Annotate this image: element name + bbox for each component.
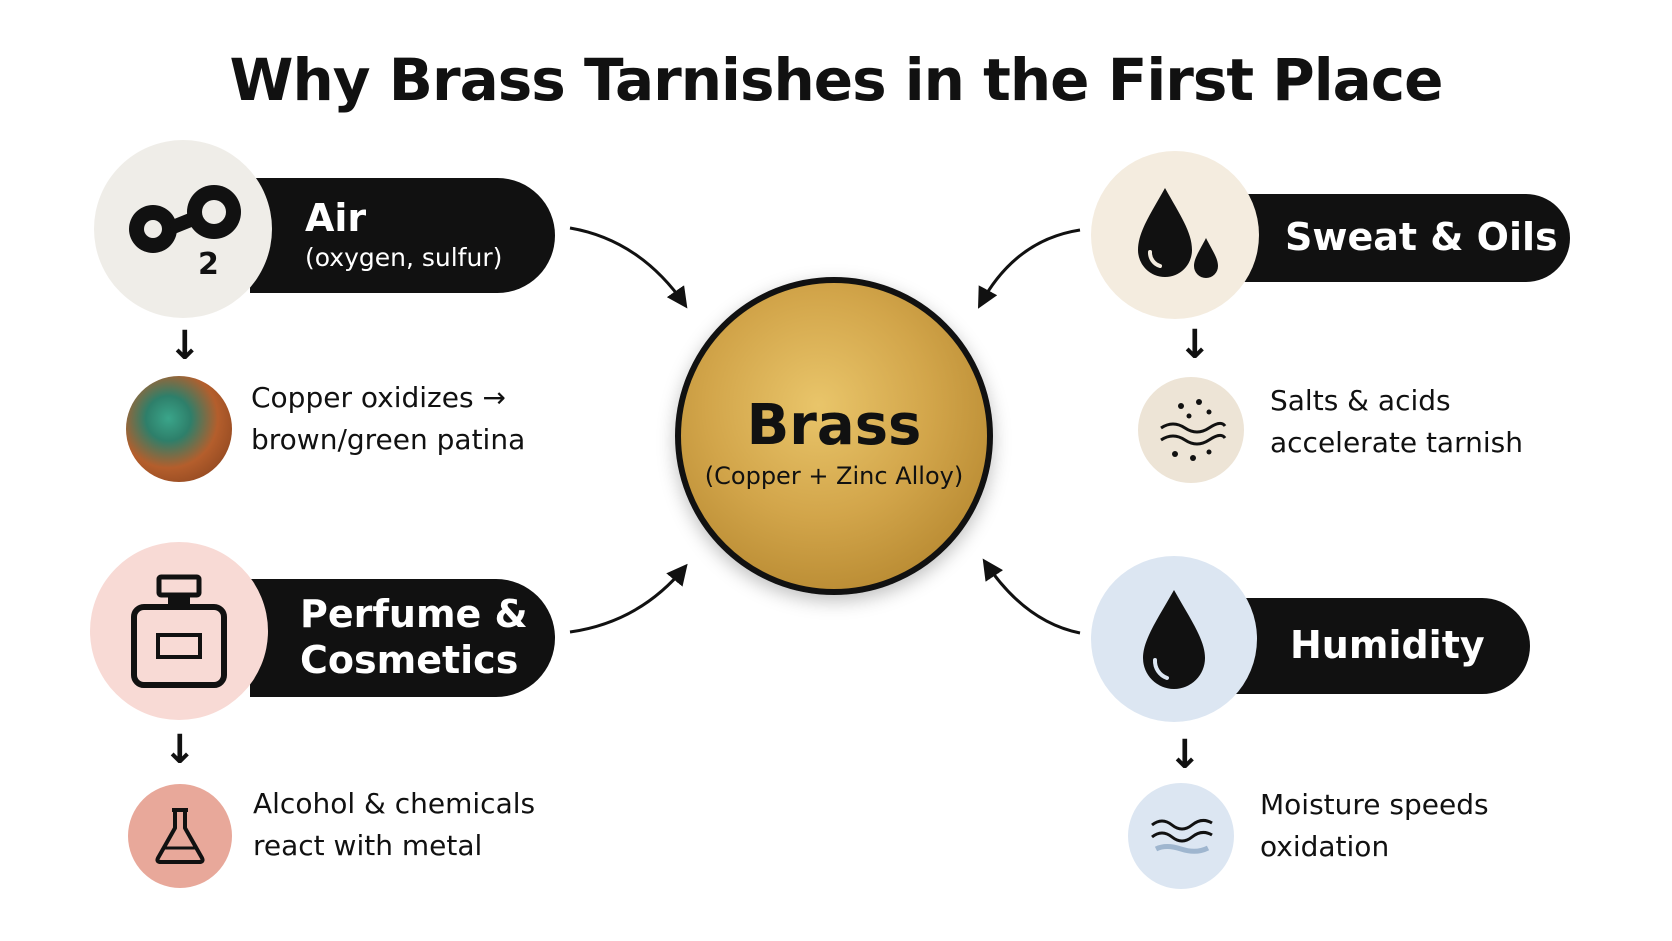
sweat-icon-circle [1091, 151, 1259, 319]
air-effect-line-2: brown/green patina [251, 423, 526, 456]
air-title: Air [305, 196, 367, 241]
brass-sublabel: (Copper + Zinc Alloy) [704, 461, 964, 490]
flask-svg [155, 808, 205, 864]
sweat-effect-text: Salts & acids accelerate tarnish [1270, 380, 1523, 464]
perfume-icon-circle [90, 542, 268, 720]
arrow-humidity-to-brass [982, 558, 1081, 635]
brass-label: Brass [746, 392, 922, 458]
humidity-down-arrow: ↓ [1168, 732, 1202, 778]
air-effect-text: Copper oxidizes → brown/green patina [251, 377, 525, 461]
water-drop-icon [1143, 590, 1205, 689]
air-pill: Air (oxygen, sulfur) [250, 178, 555, 293]
perfume-effect-line-1: Alcohol & chemicals [253, 787, 536, 820]
perfume-pill: Perfume & Cosmetics [250, 579, 555, 697]
humidity-effect-line-2: oxidation [1260, 830, 1390, 863]
air-subtitle: (oxygen, sulfur) [305, 243, 503, 273]
air-down-arrow: ↓ [168, 323, 202, 369]
perfume-bottle-icon [131, 574, 227, 688]
sweat-down-arrow: ↓ [1178, 322, 1212, 368]
sweat-title: Sweat & Oils [1285, 215, 1558, 260]
brass-disk: Brass (Copper + Zinc Alloy) [675, 277, 993, 595]
sweat-pill: Sweat & Oils [1230, 194, 1570, 282]
oxygen-subscript: 2 [198, 247, 219, 282]
humidity-pill: Humidity [1230, 598, 1530, 694]
sweat-effect-line-2: accelerate tarnish [1270, 426, 1523, 459]
water-waves-icon [1128, 783, 1234, 889]
perfume-effect-line-2: react with metal [253, 829, 483, 862]
page-title: Why Brass Tarnishes in the First Place [229, 46, 1443, 114]
perfume-title-line-1: Perfume & [300, 592, 528, 637]
humidity-icon-circle [1091, 556, 1257, 722]
salt-particles-svg [1160, 399, 1227, 461]
perfume-effect-text: Alcohol & chemicals react with metal [253, 783, 535, 867]
humidity-effect-line-1: Moisture speeds [1260, 788, 1489, 821]
water-waves-svg [1151, 818, 1213, 854]
perfume-down-arrow: ↓ [163, 727, 197, 773]
oxygen-molecule-icon: 2 [129, 185, 241, 282]
sweat-drops-icon [1138, 188, 1218, 278]
humidity-title: Humidity [1290, 623, 1485, 668]
perfume-title-line-2: Cosmetics [300, 638, 519, 682]
flask-icon [128, 784, 232, 888]
arrow-perfume-to-brass [569, 563, 688, 634]
salt-particles-icon [1138, 377, 1244, 483]
air-icon-circle: 2 [94, 140, 272, 318]
patina-texture-icon [126, 376, 232, 482]
air-effect-line-1: Copper oxidizes → [251, 381, 506, 414]
sweat-effect-line-1: Salts & acids [1270, 384, 1451, 417]
humidity-effect-text: Moisture speeds oxidation [1260, 784, 1489, 868]
arrow-sweat-to-brass [978, 228, 1081, 309]
arrow-air-to-brass [569, 226, 688, 309]
